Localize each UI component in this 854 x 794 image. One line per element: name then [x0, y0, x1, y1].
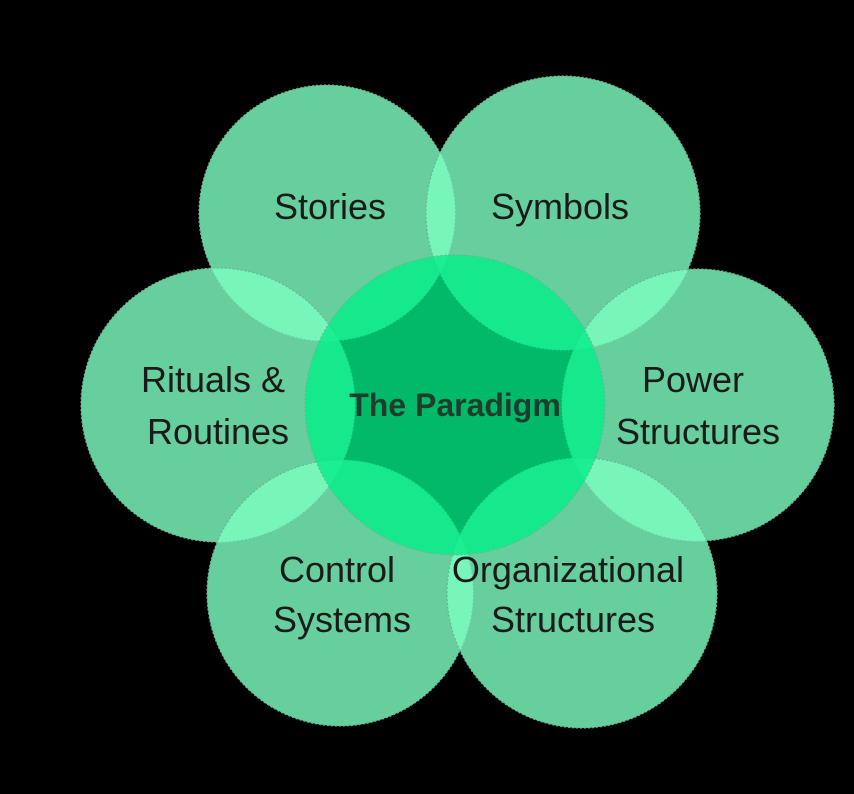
label-rituals-routines: Rituals & Routines: [141, 359, 295, 452]
label-stories: Stories: [274, 186, 386, 227]
label-organizational-structures: Organizational Structures: [452, 549, 694, 640]
label-symbols: Symbols: [491, 186, 629, 227]
label-control-systems: Control Systems: [273, 549, 411, 640]
label-power-structures: Power Structures: [616, 359, 780, 452]
label-the-paradigm: The Paradigm: [349, 387, 561, 423]
circle-the-paradigm: [304, 254, 606, 556]
